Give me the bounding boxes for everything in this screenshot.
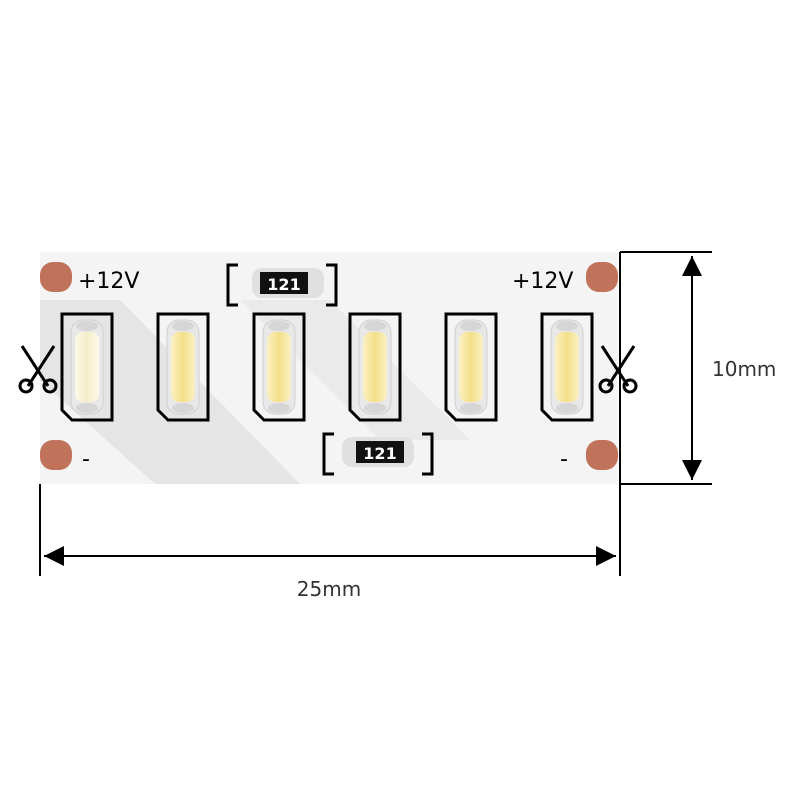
height-label: 10mm [712,357,776,381]
led-4 [348,312,402,422]
pad-negative-right [586,440,618,470]
resistor-bottom-label: 121 [363,444,396,463]
pad-positive-left [40,262,72,292]
led-6 [540,312,594,422]
resistor-bottom: 121 [322,432,434,476]
led-1 [60,312,114,422]
label-negative-left: - [82,447,90,472]
led-row [60,312,594,422]
width-label: 25mm [297,577,361,601]
dimension-height: 10mm [619,251,776,485]
dimension-width: 25mm [39,484,621,601]
label-positive-left: +12V [78,269,139,294]
pad-positive-right [586,262,618,292]
strip-shadow-2 [240,300,470,440]
led-3 [252,312,306,422]
led-5 [444,312,498,422]
led-2 [156,312,210,422]
resistor-top: 121 [226,263,338,307]
label-positive-right: +12V [512,269,573,294]
label-negative-right: - [560,447,568,472]
pad-negative-left [40,440,72,470]
scissors-icon-left [18,345,58,394]
resistor-top-label: 121 [267,275,300,294]
